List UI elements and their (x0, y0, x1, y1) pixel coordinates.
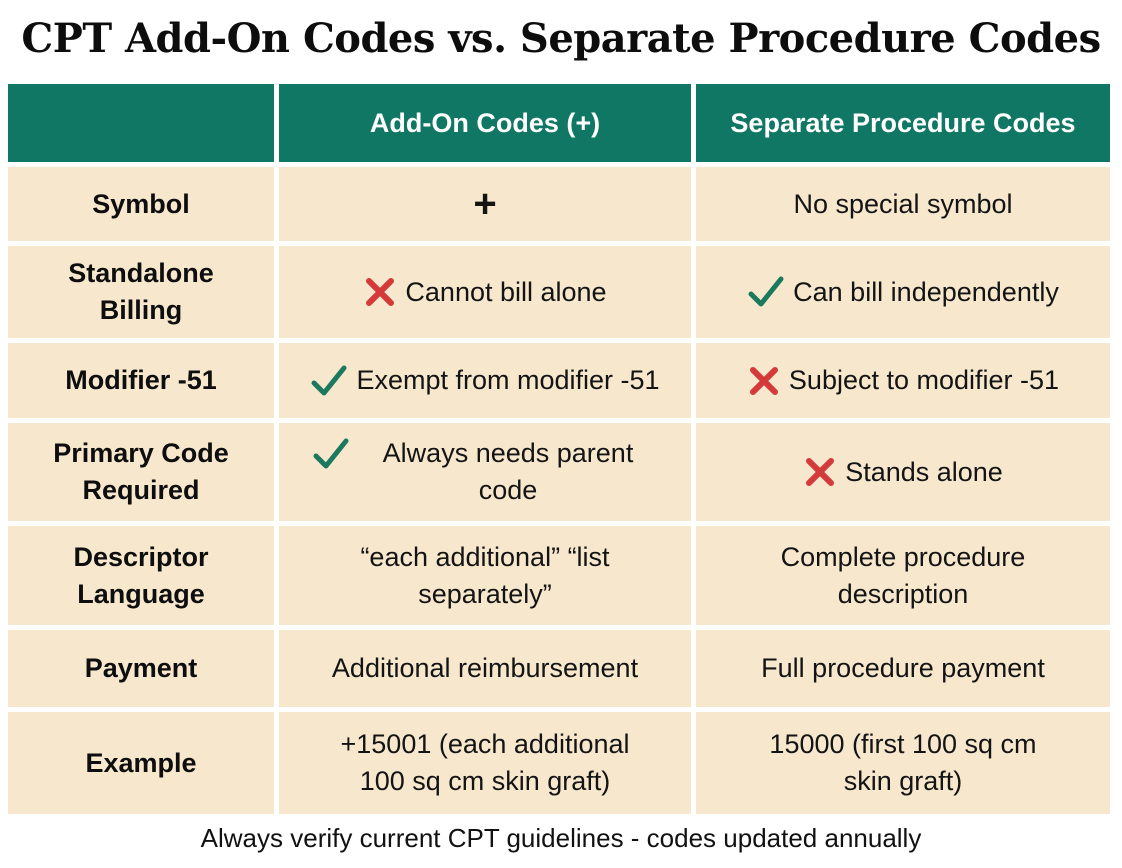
addon-modifier-51-text: Exempt from modifier -51 (356, 365, 660, 395)
comparison-table: Add-On Codes (+) Separate Procedure Code… (8, 84, 1110, 814)
row-label-payment: Payment (8, 630, 274, 707)
separate-primary-code-cell: Stands alone (696, 423, 1110, 521)
row-label-primary-code-required: Primary Code Required (8, 423, 274, 521)
addon-descriptor-cell: “each additional” “list separately” (279, 526, 691, 625)
addon-modifier-51-cell: Exempt from modifier -51 (279, 343, 691, 418)
separate-standalone-billing-cell: Can bill independently (696, 246, 1110, 338)
addon-primary-code-cell: Always needs parent code (279, 423, 691, 521)
separate-payment-cell: Full procedure payment (696, 630, 1110, 707)
page-title: CPT Add-On Codes vs. Separate Procedure … (21, 15, 1101, 62)
row-label-primary-code-required-text: Primary Code Required (53, 438, 229, 505)
addon-symbol-cell: + (279, 167, 691, 241)
addon-example-cell: +15001 (each additional 100 sq cm skin g… (279, 712, 691, 814)
separate-payment-text: Full procedure payment (761, 653, 1045, 683)
cross-icon (803, 455, 837, 489)
check-icon (310, 364, 348, 398)
separate-modifier-51-cell: Subject to modifier -51 (696, 343, 1110, 418)
row-label-modifier-51: Modifier -51 (8, 343, 274, 418)
plus-symbol: + (473, 182, 497, 226)
addon-payment-text: Additional reimbursement (331, 653, 639, 683)
row-label-descriptor-language-text: Descriptor Language (73, 541, 209, 609)
header-addon-codes: Add-On Codes (+) (279, 84, 691, 162)
addon-primary-code-text: Always needs parent code (382, 438, 634, 505)
header-separate-procedure-codes: Separate Procedure Codes (696, 84, 1110, 162)
check-icon (747, 275, 785, 309)
row-label-standalone-billing-text: Standalone Billing (68, 258, 214, 325)
separate-descriptor-text: Complete procedure description (780, 541, 1026, 609)
separate-symbol-cell: No special symbol (696, 167, 1110, 241)
separate-modifier-51-text: Subject to modifier -51 (788, 365, 1060, 395)
cross-icon (363, 275, 397, 309)
separate-standalone-billing-text: Can bill independently (793, 276, 1059, 307)
row-label-example: Example (8, 712, 274, 814)
header-empty-cell (8, 84, 274, 162)
addon-example-text: +15001 (each additional 100 sq cm skin g… (340, 729, 630, 796)
footer-note: Always verify current CPT guidelines - c… (200, 823, 922, 853)
row-label-standalone-billing: Standalone Billing (8, 246, 274, 338)
check-icon (312, 437, 350, 471)
addon-payment-cell: Additional reimbursement (279, 630, 691, 707)
cross-icon (747, 364, 781, 398)
row-label-descriptor-language: Descriptor Language (8, 526, 274, 625)
separate-symbol-text: No special symbol (793, 188, 1013, 219)
separate-descriptor-cell: Complete procedure description (696, 526, 1110, 625)
addon-descriptor-text: “each additional” “list separately” (360, 541, 610, 609)
addon-standalone-billing-cell: Cannot bill alone (279, 246, 691, 338)
row-label-symbol: Symbol (8, 167, 274, 241)
addon-standalone-billing-text: Cannot bill alone (405, 276, 607, 307)
separate-primary-code-text: Stands alone (845, 456, 1003, 487)
separate-example-cell: 15000 (first 100 sq cm skin graft) (696, 712, 1110, 814)
separate-example-text: 15000 (first 100 sq cm skin graft) (769, 729, 1037, 796)
